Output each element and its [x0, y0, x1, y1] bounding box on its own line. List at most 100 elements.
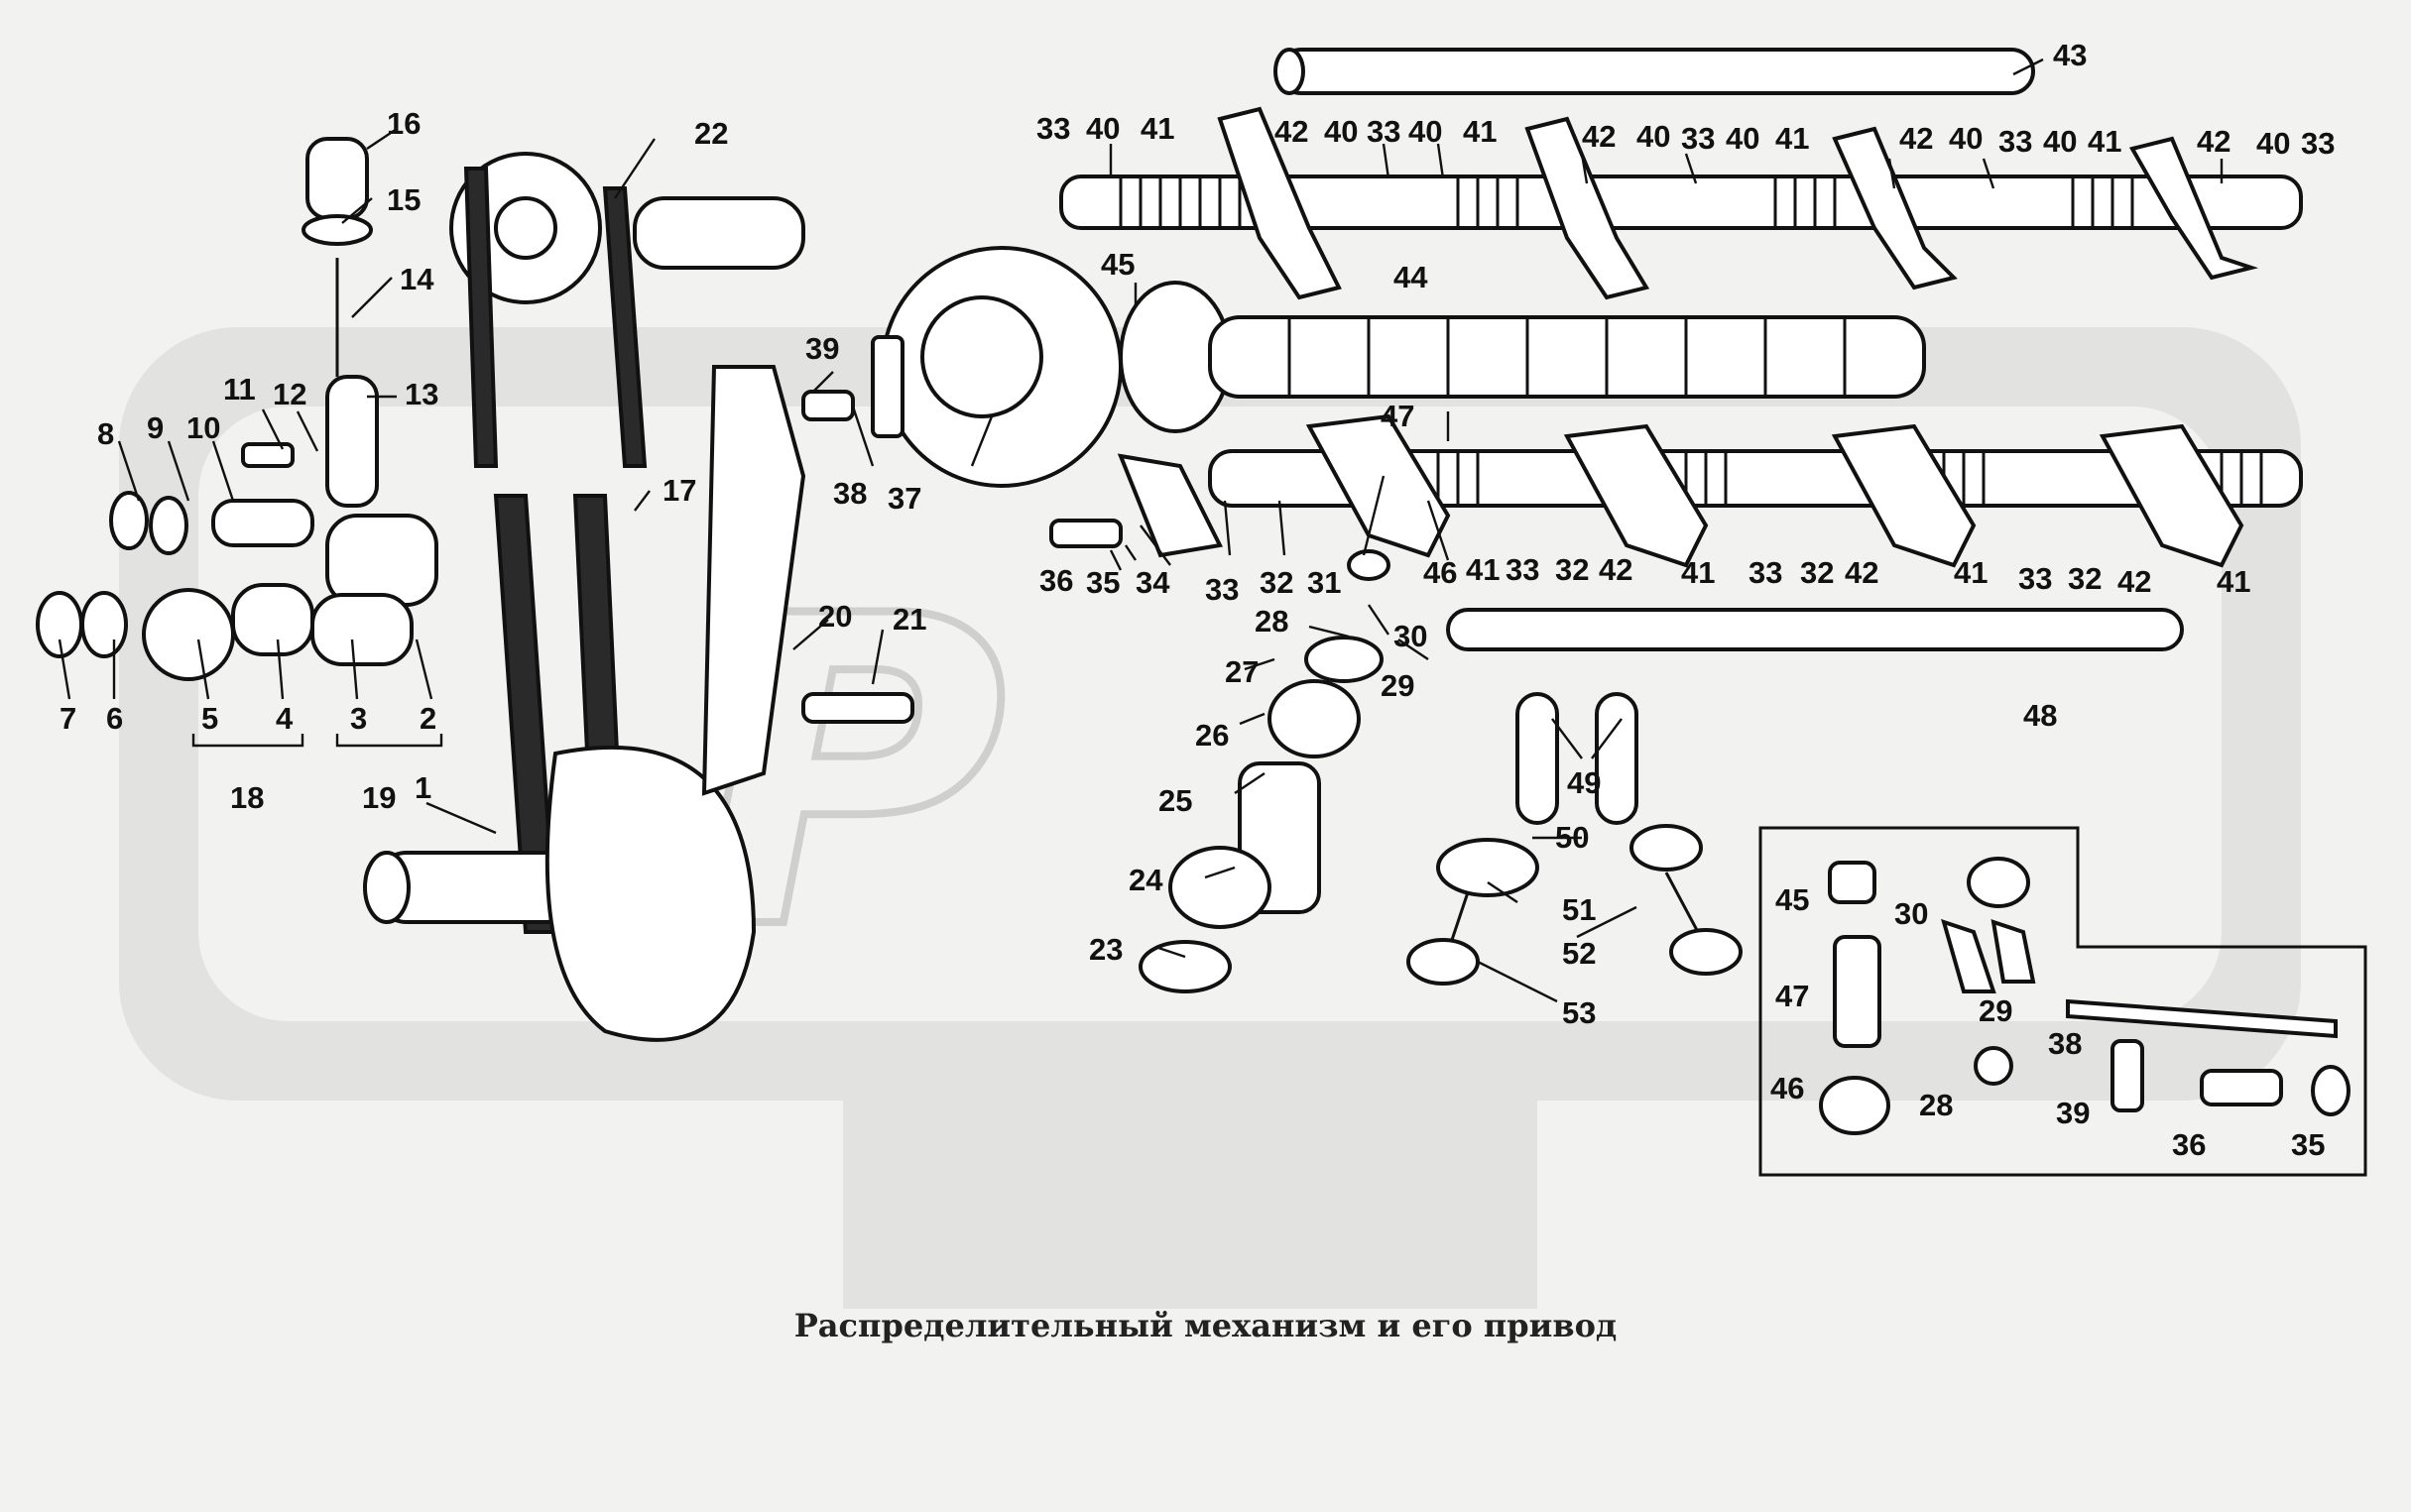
callout-33: 33: [1998, 124, 2032, 159]
lower-rocker-shaft: [1446, 608, 2184, 651]
callout-41: 41: [1463, 114, 1497, 149]
callout-10: 10: [186, 410, 220, 445]
lower-rocker-assembly: [1049, 413, 2303, 568]
inset-callout-30: 30: [1894, 896, 1928, 931]
callout-42: 42: [1582, 119, 1616, 154]
callout-41: 41: [1466, 552, 1500, 587]
upper-rocker-shaft: [1273, 48, 2035, 95]
callout-51: 51: [1562, 892, 1596, 927]
callout-19: 19: [362, 780, 396, 815]
callout-42: 42: [1599, 552, 1632, 587]
callout-33: 33: [1748, 555, 1782, 590]
callout-37: 37: [888, 481, 921, 516]
upper-rocker-assembly: [1059, 106, 2303, 300]
callout-34: 34: [1136, 565, 1170, 600]
inset-callout-36: 36: [2172, 1127, 2206, 1162]
valves: [1406, 692, 1743, 986]
camshaft-gear: [801, 246, 1123, 488]
inset-callout-38: 38: [2048, 1026, 2082, 1061]
callout-11: 11: [223, 372, 256, 407]
callout-33: 33: [2018, 561, 2052, 596]
callout-29: 29: [1381, 668, 1414, 703]
inset-callout-39: 39: [2056, 1096, 2090, 1130]
crankshaft-sprocket: [363, 745, 757, 1042]
callout-40: 40: [1726, 121, 1759, 156]
callout-28: 28: [1255, 604, 1288, 639]
figure-caption: Распределительный механизм и его привод: [793, 1307, 1618, 1344]
callout-33: 33: [1036, 111, 1070, 146]
callout-numbers: 43 33 40 41 42 40 33 40 41 42 40 33 40 4…: [60, 38, 2335, 1162]
callout-42: 42: [2117, 564, 2151, 599]
callout-30: 30: [1393, 619, 1427, 653]
valve-spring-stack: [1139, 549, 1390, 993]
callout-5: 5: [201, 701, 218, 736]
callout-53: 53: [1562, 995, 1596, 1030]
callout-24: 24: [1129, 863, 1163, 897]
callout-3: 3: [350, 701, 367, 736]
callout-25: 25: [1158, 783, 1192, 818]
callout-26: 26: [1195, 718, 1229, 753]
inset-callout-35: 35: [2291, 1127, 2325, 1162]
callout-27: 27: [1225, 654, 1259, 689]
callout-42: 42: [1845, 555, 1878, 590]
callout-20: 20: [818, 599, 852, 634]
callout-33: 33: [1205, 572, 1239, 607]
callout-40: 40: [2256, 126, 2290, 161]
callout-16: 16: [387, 106, 421, 141]
callout-32: 32: [1260, 565, 1293, 600]
callout-38: 38: [833, 476, 867, 511]
callout-33: 33: [1681, 121, 1715, 156]
callout-50: 50: [1555, 820, 1589, 855]
callout-46: 46: [1423, 555, 1457, 590]
callout-40: 40: [1636, 119, 1670, 154]
callout-44: 44: [1393, 260, 1428, 294]
callout-33: 33: [2301, 126, 2335, 161]
callout-41: 41: [1775, 121, 1809, 156]
callout-6: 6: [106, 701, 123, 736]
callout-32: 32: [2068, 561, 2102, 596]
callout-41: 41: [1954, 555, 1988, 590]
callout-21: 21: [893, 602, 926, 637]
camshaft: [1119, 281, 1926, 433]
callout-40: 40: [1324, 114, 1358, 149]
callout-48: 48: [2023, 698, 2057, 733]
callout-12: 12: [273, 377, 306, 411]
callout-43: 43: [2053, 38, 2087, 72]
callout-17: 17: [663, 473, 696, 508]
callout-7: 7: [60, 701, 76, 736]
callout-40: 40: [1408, 114, 1442, 149]
callout-42: 42: [1274, 114, 1308, 149]
callout-42: 42: [2197, 124, 2230, 159]
inset-callout-46: 46: [1770, 1071, 1804, 1105]
callout-49: 49: [1567, 765, 1601, 800]
callout-23: 23: [1089, 932, 1123, 967]
callout-33: 33: [1506, 552, 1539, 587]
callout-13: 13: [405, 377, 438, 411]
callout-41: 41: [2217, 564, 2250, 599]
callout-36: 36: [1039, 563, 1073, 598]
callout-14: 14: [400, 262, 434, 296]
callout-52: 52: [1562, 936, 1596, 971]
detail-inset: [1758, 826, 2367, 1177]
tensioner-parts: [36, 137, 438, 681]
callout-39: 39: [805, 331, 839, 366]
chain-guide: [701, 365, 914, 796]
callout-8: 8: [97, 416, 114, 451]
callout-22: 22: [694, 116, 728, 151]
callout-32: 32: [1800, 555, 1834, 590]
callout-4: 4: [276, 701, 294, 736]
callout-40: 40: [1086, 111, 1120, 146]
callout-9: 9: [147, 410, 164, 445]
callout-18: 18: [230, 780, 264, 815]
callout-47: 47: [1381, 399, 1414, 433]
callout-1: 1: [415, 770, 431, 805]
callout-41: 41: [1141, 111, 1174, 146]
callout-33: 33: [1367, 114, 1400, 149]
inset-callout-28: 28: [1919, 1088, 1953, 1122]
leader-lines: [58, 58, 2224, 1003]
callout-2: 2: [420, 701, 436, 736]
inset-callout-47: 47: [1775, 979, 1809, 1013]
callout-40: 40: [2043, 124, 2077, 159]
